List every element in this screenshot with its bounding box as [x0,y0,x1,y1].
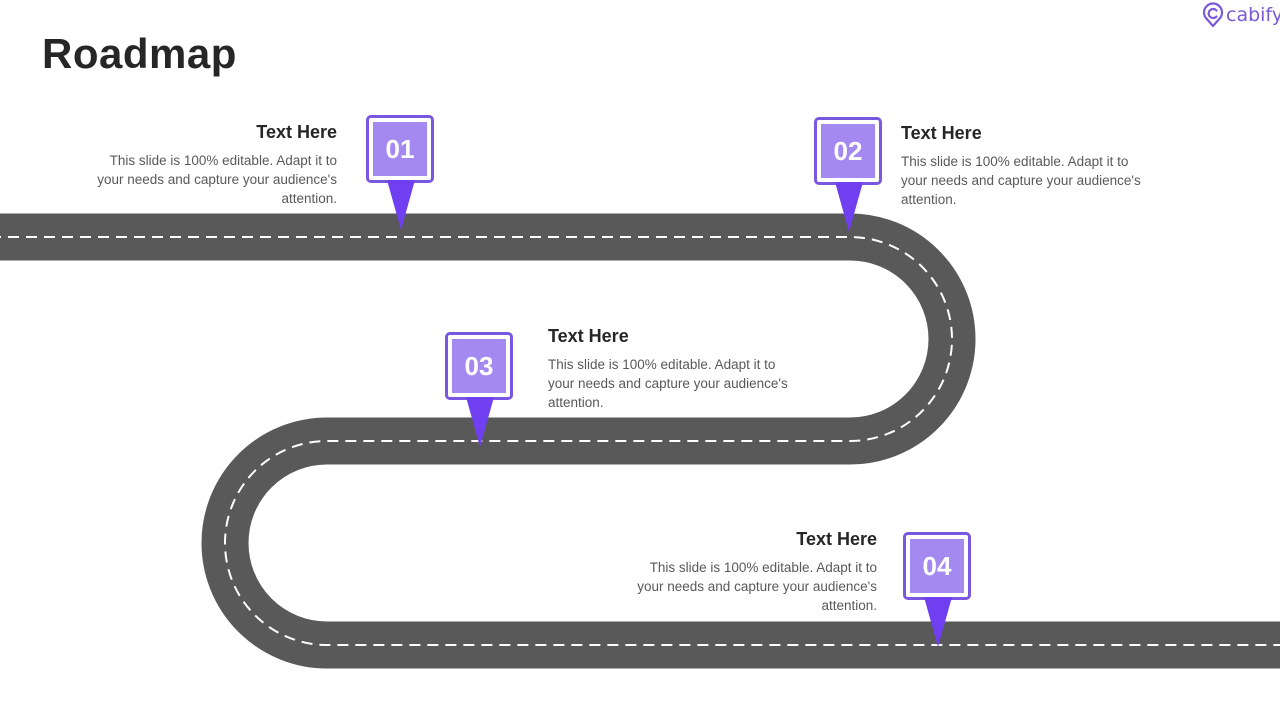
marker-box: 01 [366,115,434,183]
slide-title: Roadmap [42,30,237,77]
milestone-marker-02: 02 [814,117,884,237]
milestone-description: This slide is 100% editable. Adapt it to… [548,357,788,410]
milestone-text-04: Text Here This slide is 100% editable. A… [637,529,877,615]
milestone-text-02: Text Here This slide is 100% editable. A… [901,123,1141,209]
milestone-marker-01: 01 [366,115,436,235]
brand-logo: cabify [1202,2,1280,28]
map-pin-marker-icon [835,182,863,232]
brand-wordmark: cabify [1226,4,1280,26]
milestone-text-01: Text Here This slide is 100% editable. A… [97,122,337,208]
milestone-description: This slide is 100% editable. Adapt it to… [901,154,1141,207]
cabify-pin-logo-icon [1202,2,1224,28]
milestone-heading: Text Here [796,529,877,549]
milestone-number: 03 [452,339,506,393]
milestone-description: This slide is 100% editable. Adapt it to… [637,560,877,613]
milestone-marker-04: 04 [903,532,973,652]
milestone-description: This slide is 100% editable. Adapt it to… [97,153,337,206]
milestone-number: 02 [821,124,875,178]
road-lane-line [0,236,1280,646]
milestone-marker-03: 03 [445,332,515,452]
milestone-heading: Text Here [256,122,337,142]
milestone-text-03: Text Here This slide is 100% editable. A… [548,326,788,412]
map-pin-marker-icon [466,397,494,447]
marker-box: 04 [903,532,971,600]
milestone-number: 01 [373,122,427,176]
map-pin-marker-icon [387,180,415,230]
milestone-heading: Text Here [901,123,982,143]
milestone-heading: Text Here [548,326,629,346]
marker-box: 03 [445,332,513,400]
milestone-number: 04 [910,539,964,593]
marker-box: 02 [814,117,882,185]
map-pin-marker-icon [924,597,952,647]
